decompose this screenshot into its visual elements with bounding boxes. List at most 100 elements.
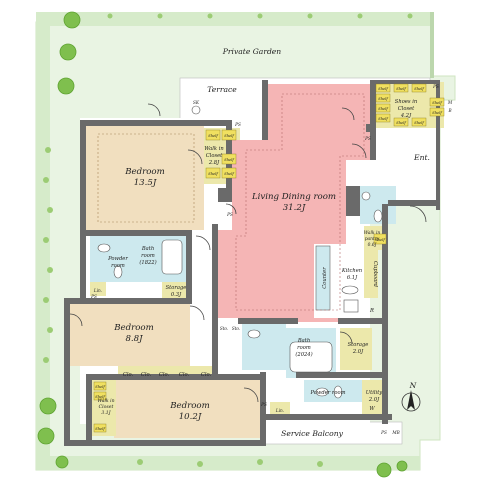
label-ps: PS [364, 136, 371, 141]
label-powder-1b: room [111, 263, 125, 269]
ceiling-line [97, 133, 195, 223]
shrub-icon [47, 207, 53, 213]
label-shelf: Shelf [378, 87, 388, 91]
label-closet: Clo. [179, 372, 190, 378]
label-entrance: Ent. [413, 153, 430, 162]
shrub-icon [307, 13, 313, 19]
door-swing [409, 205, 427, 223]
shelf [93, 381, 107, 391]
shrub-icon [257, 459, 263, 465]
shelf [429, 97, 445, 107]
label-sto: Sto. [232, 326, 240, 331]
label-storage-2: Storage [348, 342, 369, 348]
bedroom-1 [86, 126, 204, 230]
label-shelf: Shelf [375, 238, 385, 242]
storage-1 [162, 282, 190, 300]
wall [218, 188, 232, 202]
toilet-2 [333, 385, 343, 399]
label-m: M [447, 100, 453, 105]
shrub-icon [47, 327, 53, 333]
powder-room-1 [90, 236, 132, 282]
fixtures [97, 105, 383, 399]
shelf [375, 83, 391, 93]
label-closet: Clo. [123, 372, 134, 378]
shrub-icon [107, 13, 113, 19]
toilet-1 [113, 265, 123, 279]
label-shelf: Shelf [224, 172, 234, 176]
label-ldk: Living Dining room [251, 192, 336, 202]
label-storage-2-size: 2.0J [352, 349, 364, 355]
label-bedroom-1-size: 13.5J [134, 178, 157, 188]
shrub-icon [137, 459, 143, 465]
label-wic-1b: Closet [206, 153, 223, 159]
label-shelf: Shelf [432, 101, 442, 105]
label-shelf: Shelf [224, 134, 234, 138]
doors [69, 103, 427, 403]
shrub-icon [45, 147, 51, 153]
label-shoes-size: 4.2J [400, 113, 412, 119]
shelf [221, 153, 237, 165]
shrub-icon [257, 13, 263, 19]
wall [80, 120, 232, 126]
wall [212, 224, 218, 380]
shrub-icon [157, 13, 163, 19]
wall [64, 298, 70, 446]
label-pantry-b: pantry [365, 237, 380, 242]
door-swing [189, 305, 205, 321]
shelf [411, 83, 427, 93]
sk-sink [191, 105, 201, 115]
label-washer: W [369, 406, 375, 412]
tree-icon [37, 427, 55, 445]
door-swing [147, 103, 161, 117]
wall [64, 298, 190, 304]
shrub-icon [47, 267, 53, 273]
storage-2 [340, 328, 372, 370]
label-linen: Lin. [93, 288, 102, 293]
tree-icon [55, 455, 69, 469]
garden-hedge-top [36, 12, 431, 26]
compass-arrow-icon [407, 390, 415, 410]
label-sto: Sto. [220, 326, 228, 331]
shrub-icon [357, 13, 363, 19]
tree-icon [59, 43, 77, 61]
sink-5 [341, 285, 359, 295]
label-storage-1-size: 0.3J [171, 292, 182, 298]
garden-fence-right [430, 12, 434, 78]
label-shelf: Shelf [208, 172, 218, 176]
trees [37, 11, 408, 478]
label-pantry-size: 0.6J [368, 243, 377, 248]
door-swing [195, 235, 211, 251]
shrub-icon [43, 297, 49, 303]
label-bath-1: Bath [141, 246, 154, 252]
label-bedroom-3: Bedroom [169, 401, 210, 411]
label-ps: PS [260, 402, 267, 407]
cupboard [364, 250, 378, 298]
wall [86, 230, 192, 236]
north-compass: N [401, 381, 421, 412]
shrub-icon [317, 461, 323, 467]
shelf [205, 167, 221, 179]
label-sk: SK [193, 100, 200, 105]
label-closet: Clo. [201, 372, 212, 378]
shelf [411, 117, 427, 127]
label-shelf: Shelf [208, 134, 218, 138]
label-bath-2b: room [297, 345, 311, 351]
wall [186, 230, 192, 304]
label-shelf: Shelf [95, 385, 105, 389]
label-powder-2: Powder room [309, 390, 345, 396]
label-storage-1: Storage [166, 285, 187, 291]
label-closet: Clo. [141, 372, 152, 378]
label-bedroom-2: Bedroom [113, 323, 154, 333]
label-ps: PS [380, 430, 387, 435]
label-ps: PS [432, 84, 439, 89]
wall [436, 80, 440, 210]
sink-1 [97, 243, 111, 253]
shelf [93, 423, 107, 433]
wall [64, 440, 266, 446]
label-kitchen-size: 6.1J [347, 275, 358, 281]
label-bedroom-1: Bedroom [124, 167, 165, 177]
label-shoes: Shoes in [395, 99, 417, 105]
label-ps: PS [234, 122, 241, 127]
label-shelf: Shelf [224, 158, 234, 162]
